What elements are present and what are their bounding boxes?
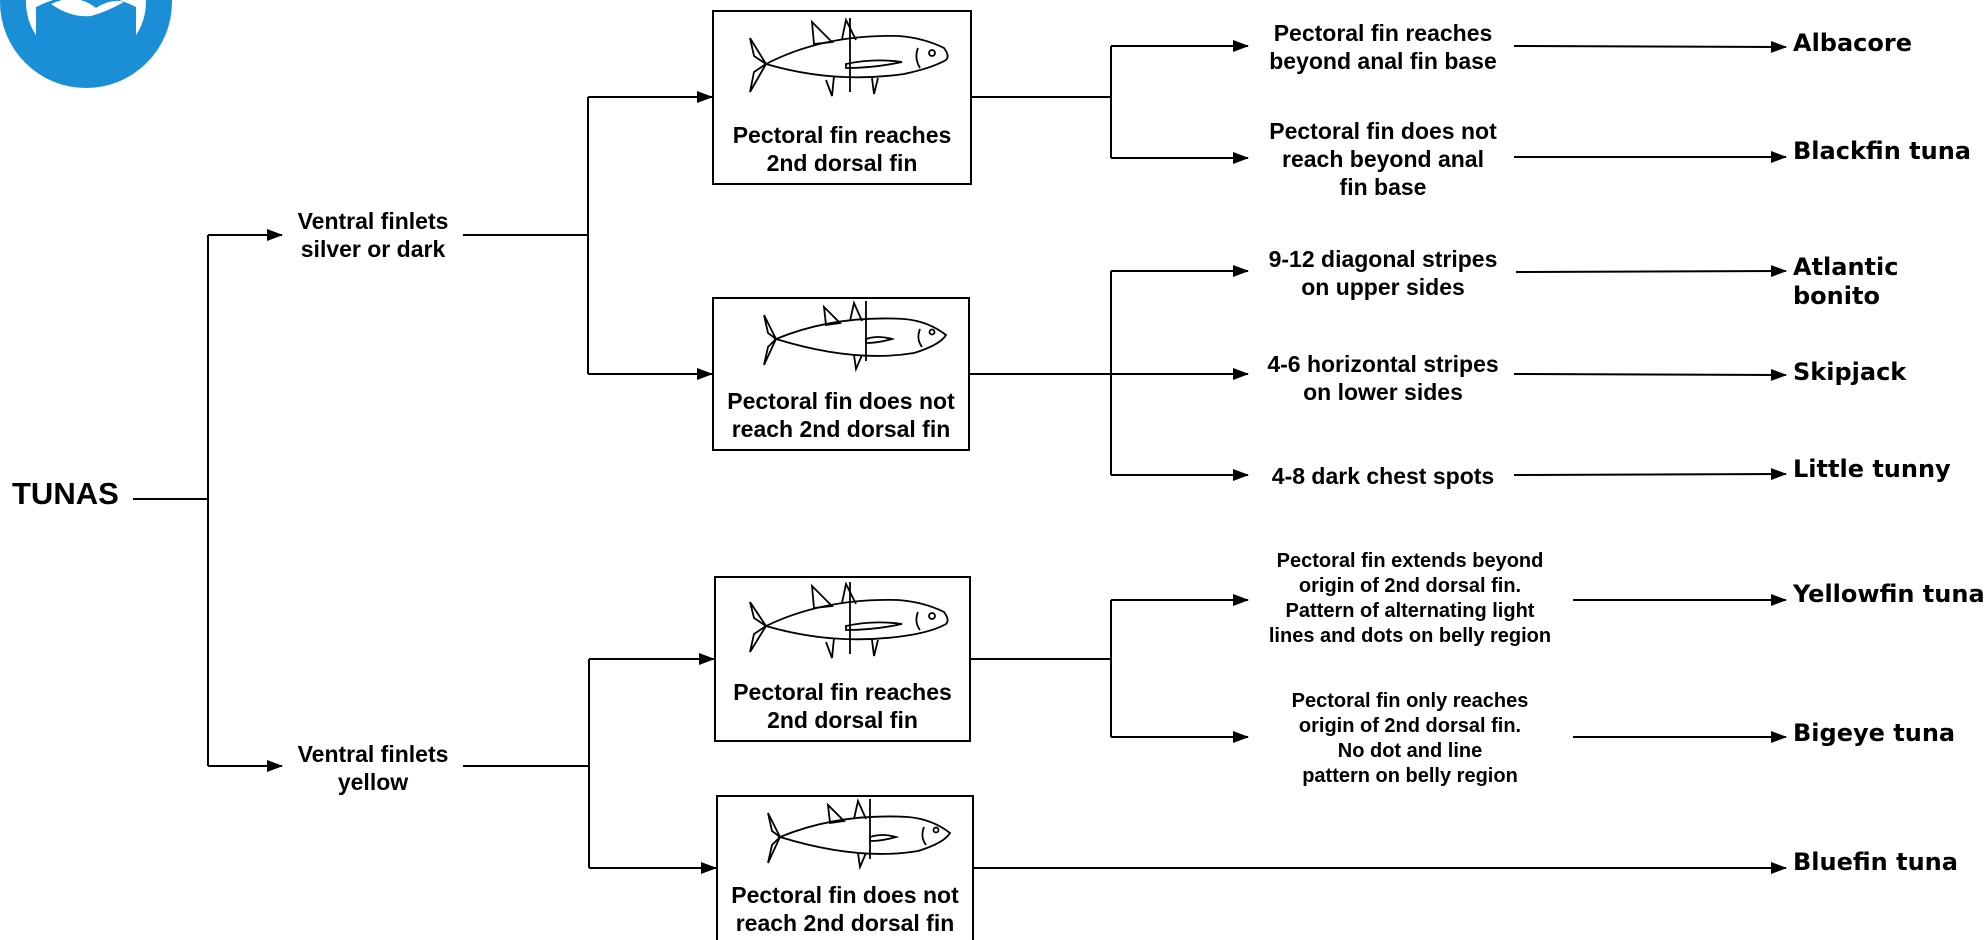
- box-pectoral-reaches-silver: Pectoral fin reaches 2nd dorsal fin: [712, 10, 972, 185]
- noaa-logo: [0, 0, 172, 88]
- species-albacore: Albacore: [1793, 29, 1913, 57]
- box-pectoral-not-reach-yellow: Pectoral fin does not reach 2nd dorsal f…: [716, 795, 974, 940]
- box-label: Pectoral fin reaches 2nd dorsal fin: [733, 679, 952, 733]
- box-pectoral-not-reach-silver: Pectoral fin does not reach 2nd dorsal f…: [712, 297, 970, 451]
- species-yellowfin-tuna: Yellowfin tuna: [1793, 580, 1985, 608]
- box-label: Pectoral fin does not reach 2nd dorsal f…: [727, 388, 955, 442]
- trait-chest-spots: 4-8 dark chest spots: [1271, 463, 1495, 489]
- box-pectoral-reaches-yellow: Pectoral fin reaches 2nd dorsal fin: [714, 576, 971, 742]
- ventral-finlets-yellow-label: Ventral finlets yellow: [297, 741, 449, 795]
- box-label: Pectoral fin does not reach 2nd dorsal f…: [731, 882, 959, 936]
- tuna-short-pectoral-fish-icon: [767, 798, 952, 871]
- trait-pectoral-beyond-anal: Pectoral fin reaches beyond anal fin bas…: [1269, 20, 1497, 74]
- trait-pectoral-not-beyond-anal: Pectoral fin does not reach beyond anal …: [1269, 118, 1497, 200]
- species-skipjack: Skipjack: [1793, 358, 1907, 386]
- species-bigeye-tuna: Bigeye tuna: [1793, 719, 1956, 747]
- tuna-long-pectoral-fish-icon: [749, 581, 949, 659]
- species-atlantic-bonito: Atlantic bonito: [1793, 253, 1899, 310]
- trait-pectoral-only-reaches: Pectoral fin only reaches origin of 2nd …: [1291, 690, 1529, 787]
- root-label: TUNAS: [12, 476, 119, 511]
- species-little-tunny: Little tunny: [1793, 455, 1951, 483]
- box-label: Pectoral fin reaches 2nd dorsal fin: [732, 122, 952, 176]
- species-blackfin-tuna: Blackfin tuna: [1793, 137, 1971, 165]
- ventral-finlets-silver-label: Ventral finlets silver or dark: [297, 208, 449, 262]
- tuna-long-pectoral-fish-icon: [749, 17, 949, 97]
- tuna-short-pectoral-fish-icon: [763, 300, 948, 373]
- species-bluefin-tuna: Bluefin tuna: [1793, 848, 1958, 876]
- trait-pectoral-extends-beyond: Pectoral fin extends beyond origin of 2n…: [1268, 550, 1552, 647]
- trait-horizontal-stripes: 4-6 horizontal stripes on lower sides: [1267, 351, 1499, 405]
- trait-diagonal-stripes: 9-12 diagonal stripes on upper sides: [1268, 246, 1498, 300]
